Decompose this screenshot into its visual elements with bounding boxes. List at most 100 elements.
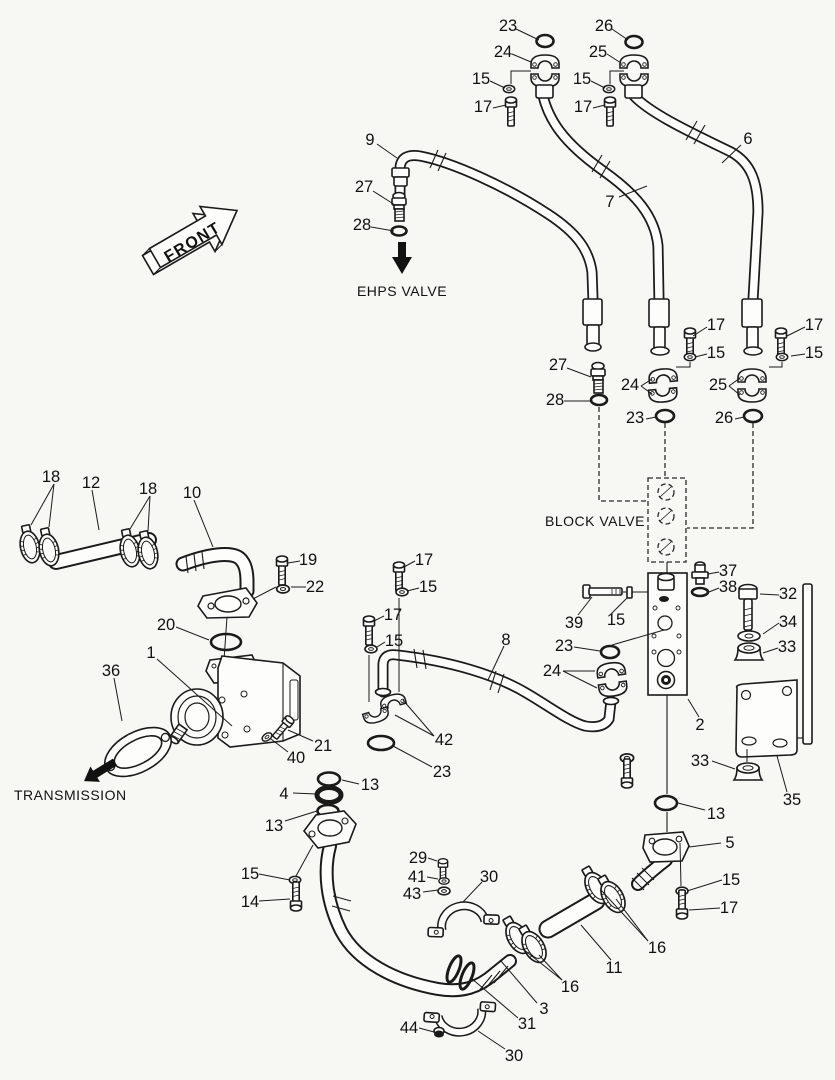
part-callout-15-16: 15 [805,344,823,362]
part-callout-36-35: 36 [102,662,120,680]
hose-6-lower-end [737,298,789,424]
part-callout-15-30: 15 [419,578,437,596]
fitting-27-top [390,167,410,237]
part-callout-15-4: 15 [472,70,490,88]
part-callout-10-26: 10 [183,484,201,502]
part-callout-17-28: 17 [415,551,433,569]
elbow-5-flange [642,831,690,887]
part-callout-33-54: 33 [691,752,709,770]
hose-8 [374,648,620,733]
hose-7 [537,90,665,306]
front-arrow: FRONT [141,205,239,276]
part-callout-24-2: 24 [494,43,512,61]
elbow-10-flange [197,587,258,619]
part-callout-23-0: 23 [499,17,517,35]
pipe-3-flange [295,810,357,877]
part-callout-4-52: 4 [279,785,288,803]
part-callout-15-32: 15 [385,632,403,650]
part-callout-42-49: 42 [435,731,453,749]
bolt-29-washers-41-43 [437,858,451,896]
part-callout-16-66: 16 [648,939,666,957]
part-callout-35-55: 35 [783,791,801,809]
part-callout-28-12: 28 [353,216,371,234]
bolt-39-pin-15 [582,584,648,599]
part-callout-3-69: 3 [539,1000,548,1018]
washer-15-bolt-17-block [619,752,635,789]
part-callout-8-36: 8 [501,631,510,649]
hose-9-lower-end [582,298,609,407]
part-callout-16-68: 16 [561,978,579,996]
flange-assembly-top-left [502,33,560,127]
nut-44 [433,1026,445,1038]
part-callout-13-53: 13 [265,817,283,835]
part-callout-15-15: 15 [707,344,725,362]
part-callout-15-43: 15 [607,611,625,629]
part-callout-34-40: 34 [779,613,797,631]
part-callout-22-29: 22 [306,578,324,596]
part-callout-18-23: 18 [42,468,60,486]
part-callout-17-65: 17 [720,899,738,917]
hose-7-lower-end [647,298,697,424]
part-callout-43-62: 43 [403,885,421,903]
elbow-fitting-5-pipe [631,853,673,891]
elbow-pipe-10 [175,547,255,599]
part-callout-25-3: 25 [589,43,607,61]
fitting-37-oring-38 [690,561,710,598]
part-callout-18-25: 18 [139,480,157,498]
part-callout-27-17: 27 [549,356,567,374]
part-callout-26-1: 26 [595,17,613,35]
part-callout-32-39: 32 [779,585,797,603]
part-callout-30-63: 30 [480,868,498,886]
valve-block-2 [611,572,688,696]
part-callout-12-24: 12 [82,474,100,492]
block-valve-label: BLOCK VALVE [545,513,645,529]
seal-stack-4-13 [314,771,344,819]
hose-9 [394,149,599,306]
ehps-arrow-icon [392,242,412,274]
hose-clamps-18-left [15,522,63,569]
leader-lines [30,28,806,1050]
part-callout-19-27: 19 [299,551,317,569]
part-callout-17-13: 17 [707,316,725,334]
part-callout-17-14: 17 [805,316,823,334]
part-callout-13-51: 13 [361,776,379,794]
pipe-clamp-30-upper [424,900,501,940]
hose-11 [538,891,606,939]
part-callout-23-44: 23 [555,637,573,655]
part-callout-5-57: 5 [725,834,734,852]
flange-assembly-top-right [602,34,649,127]
part-callout-30-72: 30 [505,1047,523,1065]
suction-pipe-3 [319,839,517,998]
part-callout-17-31: 17 [384,606,402,624]
transmission-arrow-icon [84,758,118,782]
part-callout-37-37: 37 [719,562,737,580]
gasket-36 [104,726,172,778]
bolts-17-15-middle [362,561,409,702]
part-callout-7-11: 7 [605,193,614,211]
grommet-31 [445,954,476,991]
part-callout-21-47: 21 [314,737,332,755]
part-callout-31-70: 31 [518,1015,536,1033]
o-ring-13-right [653,794,679,812]
bracket-35 [735,583,813,758]
part-callout-17-6: 17 [474,98,492,116]
part-callout-25-19: 25 [709,376,727,394]
part-callout-13-56: 13 [707,805,725,823]
part-callout-33-41: 33 [778,638,796,656]
part-callout-23-50: 23 [433,763,451,781]
transmission-label: TRANSMISSION [14,787,127,803]
part-callout-28-20: 28 [546,391,564,409]
part-callout-40-48: 40 [287,749,305,767]
mount-33-lower [733,749,763,781]
part-callout-39-42: 39 [565,614,583,632]
part-callout-29-60: 29 [409,849,427,867]
part-callout-15-58: 15 [241,865,259,883]
part-callout-14-59: 14 [241,893,259,911]
o-ring-23-pump [366,734,396,752]
part-callout-9-8: 9 [365,131,374,149]
transmission-annotation: TRANSMISSION [14,758,127,803]
part-callout-24-45: 24 [543,662,561,680]
